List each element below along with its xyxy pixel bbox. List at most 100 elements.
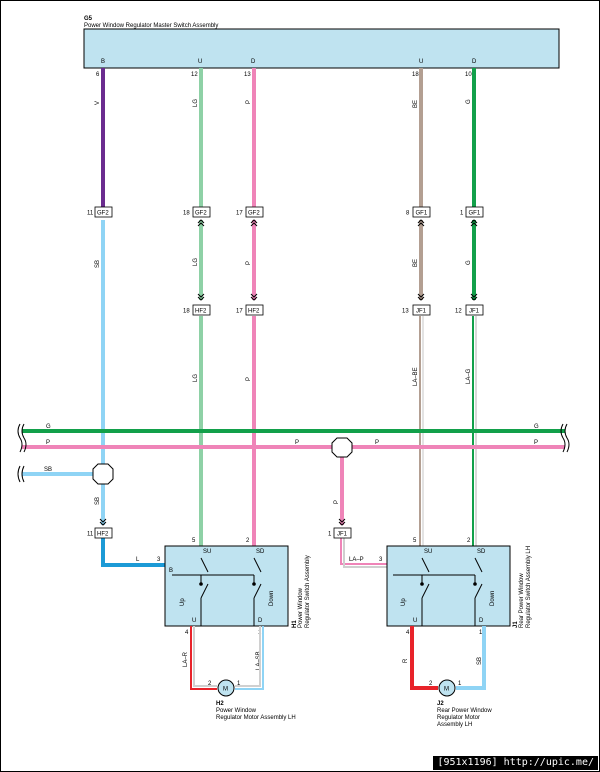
connector-code: JF1 xyxy=(416,309,427,315)
h2-pin: 1 xyxy=(237,681,241,687)
j2-pin: 2 xyxy=(429,681,433,687)
j1-name: Rear Power Window xyxy=(519,573,525,628)
connector-code: JF1 xyxy=(469,309,480,315)
master-pin-number: 12 xyxy=(191,72,198,78)
h1-pin-number: 5 xyxy=(192,538,196,544)
splice-point xyxy=(331,437,353,458)
break-mark xyxy=(21,423,27,453)
switch-contact-dot xyxy=(420,582,424,586)
wire-label: LA–R xyxy=(183,651,189,667)
connector-pin: 1 xyxy=(460,211,464,217)
connector-hf2 xyxy=(192,304,211,316)
connector-pin: 12 xyxy=(455,309,462,315)
master-pin-number: 13 xyxy=(244,72,251,78)
j1-pin-number: 5 xyxy=(413,538,417,544)
j1-up-label: Up xyxy=(401,598,407,606)
j1-switch-box xyxy=(386,545,511,627)
h2-code: H2 xyxy=(216,701,224,707)
connector-gf1 xyxy=(465,206,484,218)
h2-name: Power Window xyxy=(216,708,257,714)
j1-pin-label: U xyxy=(413,618,417,624)
wire-la-p xyxy=(343,538,387,568)
j1-pin-label: D xyxy=(479,618,484,624)
master-pin-label: D xyxy=(472,59,477,65)
switch-contact-dot xyxy=(473,582,477,586)
break-mark xyxy=(17,423,23,453)
wire-label: SB xyxy=(95,260,101,268)
connector-hf2 xyxy=(94,527,113,539)
h1-down-label: Down xyxy=(269,591,275,606)
image-host-caption: [951x1196] http://upic.me/ xyxy=(433,756,598,770)
break-mark xyxy=(560,423,566,453)
wire-la-p xyxy=(340,538,387,565)
wire-label: BE xyxy=(413,100,419,108)
master-pin-label: U xyxy=(419,59,423,65)
connector-jf1 xyxy=(333,527,352,539)
wire-label: SB xyxy=(44,467,52,473)
h1-code: H1 xyxy=(292,620,298,628)
wire-label: P xyxy=(46,440,50,446)
connector-gf2 xyxy=(94,206,113,218)
break-mark xyxy=(21,465,25,483)
master-pin-label: B xyxy=(101,59,105,65)
master-pin-number: 18 xyxy=(412,72,419,78)
connector-pin: 11 xyxy=(87,532,94,538)
connector-pin: 11 xyxy=(87,211,94,217)
master-pin-number: 6 xyxy=(96,72,100,78)
j2-name: Regulator Motor xyxy=(437,715,480,721)
h1-name: Regulator Switch Assembly xyxy=(305,555,311,628)
connector-gf1 xyxy=(412,206,431,218)
connector-code: HF2 xyxy=(97,532,109,538)
connector-pin: 1 xyxy=(328,532,332,538)
wire-label: P xyxy=(295,440,299,446)
h1-name: Power Window xyxy=(298,587,304,628)
h1-pin-label: U xyxy=(192,618,196,624)
h1-pin-number: 3 xyxy=(157,557,161,563)
connector-code: GF2 xyxy=(97,211,109,217)
connector-chevrons xyxy=(99,219,478,526)
wire-label: LA–P xyxy=(349,557,364,563)
connector-gf2 xyxy=(245,206,264,218)
h2-name: Regulator Motor Assembly LH xyxy=(216,715,296,721)
connector-pin: 17 xyxy=(236,309,243,315)
j2-motor xyxy=(438,679,456,697)
h2-motor xyxy=(217,679,235,697)
wire-label: P xyxy=(534,440,538,446)
connector-pin: 18 xyxy=(183,211,190,217)
wire-label: G xyxy=(534,424,539,430)
master-pin-label: U xyxy=(198,59,202,65)
j1-pin-number: 4 xyxy=(406,630,410,636)
j1-name: Regulator Switch Assembly LH xyxy=(526,546,532,628)
wire-label: BE xyxy=(413,259,419,267)
master-switch-box xyxy=(83,28,560,69)
h1-up-label: Up xyxy=(180,598,186,606)
wire-label: LG xyxy=(193,258,199,266)
connector-pin: 8 xyxy=(406,211,410,217)
wire-l xyxy=(101,538,165,567)
wire-sb xyxy=(456,626,486,690)
break-mark xyxy=(564,423,570,453)
connector-code: GF2 xyxy=(195,211,207,217)
master-code: G5 xyxy=(84,16,93,22)
j2-name: Assembly LH xyxy=(437,722,472,728)
connector-code: GF1 xyxy=(416,211,428,217)
wire-label: LG xyxy=(193,99,199,107)
connector-pin: 18 xyxy=(183,309,190,315)
h1-pin-number: 2 xyxy=(246,538,250,544)
wire-label: LG xyxy=(193,374,199,382)
j1-pin-label: SD xyxy=(477,549,486,555)
h1-switch-contacts xyxy=(172,557,262,626)
connector-hf2 xyxy=(245,304,264,316)
wire-la-r xyxy=(190,626,217,690)
wire-label: G xyxy=(466,260,472,265)
wire-label: P xyxy=(334,500,340,504)
wire-label: R xyxy=(403,658,409,663)
wire-label: SB xyxy=(95,497,101,505)
wire-label: P xyxy=(375,440,379,446)
h2-pin: 2 xyxy=(208,681,212,687)
wire-label: SB xyxy=(477,657,483,665)
wire-label: G xyxy=(46,424,51,430)
master-pin-label: D xyxy=(251,59,256,65)
connector-pin: 17 xyxy=(236,211,243,217)
